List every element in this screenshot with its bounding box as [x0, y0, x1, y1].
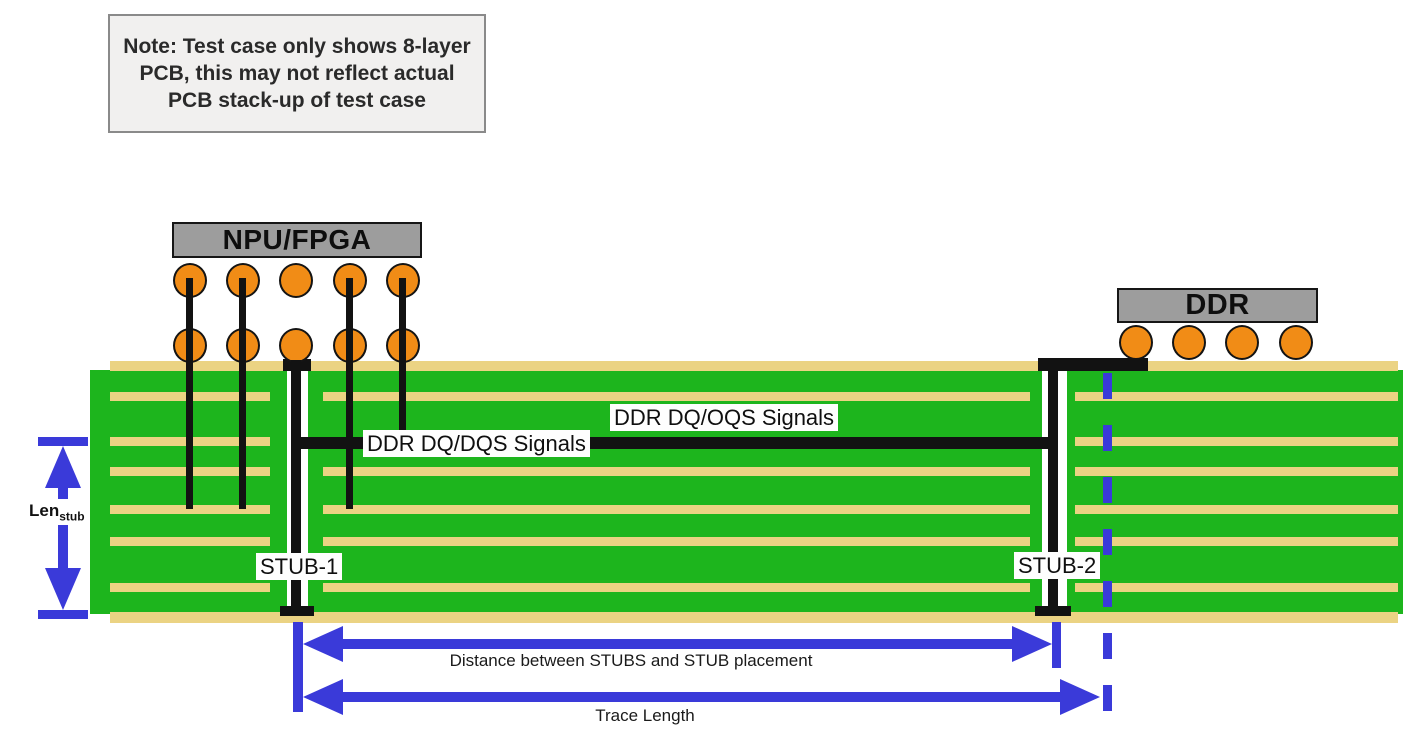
arrowhead-left-icon [303, 679, 343, 715]
dq-signals-label-left: DDR DQ/DQS Signals [363, 430, 590, 457]
copper-layer-segment [1075, 392, 1398, 401]
dimension-bar-top [38, 437, 88, 446]
stub1-via [291, 360, 301, 607]
bga-ball [279, 263, 313, 298]
copper-layer-segment [1075, 583, 1398, 592]
trace-length-arrow-shaft [335, 692, 1068, 702]
arrowhead-up-icon [45, 446, 81, 488]
len-stub-label-sub: stub [59, 509, 85, 524]
bottom-dimension-arrows [293, 622, 1100, 715]
stub1-label: STUB-1 [256, 553, 343, 580]
distance-dimension-label: Distance between STUBS and STUB placemen… [449, 651, 813, 670]
bga-ball [1225, 325, 1259, 360]
len-stub-dimension-arrow [38, 437, 88, 619]
via-line [239, 278, 246, 509]
note-text: Note: Test case only shows 8-layer PCB, … [123, 35, 471, 112]
copper-top-strip-right [1148, 361, 1398, 371]
dashed-reference-line [1103, 373, 1112, 714]
copper-top-strip-left [110, 361, 1038, 371]
note-box: Note: Test case only shows 8-layer PCB, … [108, 14, 486, 133]
bga-ball [1119, 325, 1153, 360]
copper-layer-segment [110, 505, 270, 514]
via-line [186, 278, 193, 509]
bga-ball [1172, 325, 1206, 360]
copper-bottom-strip [110, 612, 1398, 623]
dimension-bar-stub2 [1052, 622, 1061, 668]
bga-ball [1279, 325, 1313, 360]
copper-layer-segment [1075, 437, 1398, 446]
copper-layer-segment [110, 583, 270, 592]
copper-layer-segment [323, 505, 1030, 514]
stub2-bottom-pad [1035, 606, 1071, 616]
len-stub-label-base: Len [29, 501, 60, 520]
npu-chip: NPU/FPGA [172, 222, 422, 258]
copper-layer-segment [1075, 467, 1398, 476]
len-stub-label: Lenstub [26, 499, 88, 526]
distance-arrow-shaft [335, 639, 1020, 649]
npu-chip-label: NPU/FPGA [222, 224, 372, 255]
stub2-via [1048, 362, 1058, 607]
copper-layer-segment [323, 467, 1030, 476]
dimension-bar-left [293, 622, 303, 712]
copper-layer-segment [323, 392, 1030, 401]
trace-length-dimension-label: Trace Length [595, 706, 695, 725]
arrowhead-right-icon [1060, 679, 1100, 715]
copper-layer-segment [110, 537, 270, 546]
arrow-shaft [58, 470, 68, 586]
ddr-chip-label: DDR [1185, 289, 1250, 321]
copper-layer-segment [1075, 505, 1398, 514]
ddr-breakout-trace [1038, 358, 1148, 371]
copper-layer-segment [1075, 537, 1398, 546]
via-line [346, 278, 353, 509]
via-line [399, 278, 406, 446]
bga-ball [279, 328, 313, 363]
copper-layer-segment [323, 537, 1030, 546]
dq-signals-label-right: DDR DQ/OQS Signals [610, 404, 839, 431]
ddr-chip: DDR [1117, 288, 1318, 323]
stub2-label: STUB-2 [1014, 552, 1101, 579]
arrowhead-left-icon [303, 626, 343, 662]
stub1-bottom-pad [280, 606, 314, 616]
copper-layer-segment [323, 583, 1030, 592]
arrowhead-right-icon [1012, 626, 1052, 662]
dimension-bar-bottom [38, 610, 88, 619]
arrowhead-down-icon [45, 568, 81, 610]
